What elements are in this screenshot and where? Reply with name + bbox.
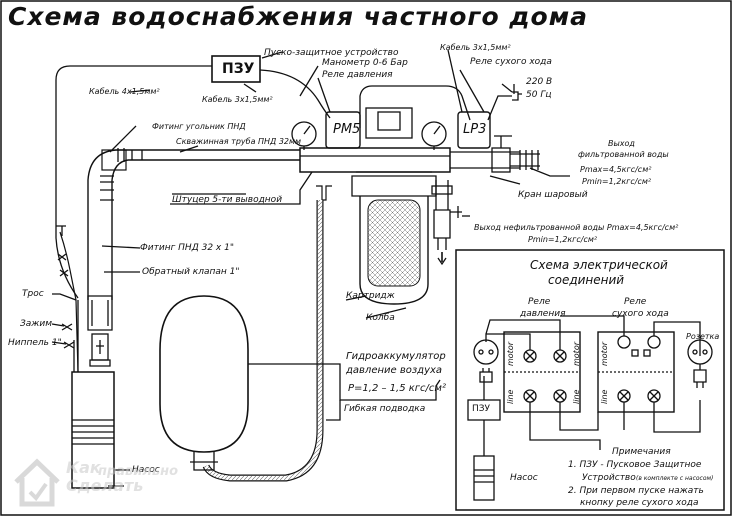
vyhod-nefiltr-label: Выход нефильтрованной воды Pmax=4,5кгс/с… <box>474 223 679 232</box>
fiting-pnd-label: Фитинг ПНД 32 х 1" <box>140 243 234 253</box>
frequency-label: 50 Гц <box>526 90 552 100</box>
gibkaya-label: Гибкая подводка <box>344 404 426 414</box>
watermark-line1: Как <box>66 458 101 477</box>
filter-flask <box>359 196 429 305</box>
elec-socket-left <box>473 339 499 365</box>
dry-run-relay <box>457 111 491 149</box>
flexible-hose <box>316 185 332 201</box>
rele-davl-label: Реле давления <box>322 70 393 80</box>
elec-rozetka: Розетка <box>686 332 720 341</box>
cable-3x15-top-label: Кабель 3х1,5мм² <box>440 43 511 52</box>
house-logo-icon <box>14 458 60 507</box>
elec-title-1: Схема электрической <box>530 258 668 272</box>
fiting-ugol-label: Фитинг угольник ПНД <box>152 122 246 131</box>
hydro-accumulator <box>159 295 249 453</box>
nasos-label: Насос <box>132 465 160 475</box>
nippel-label: Ниппель 1" <box>8 338 62 348</box>
elec-line-3: line <box>600 389 609 404</box>
kran-label: Кран шаровый <box>518 190 588 200</box>
zazhim-label: Зажим <box>20 319 53 329</box>
elec-pump <box>473 455 495 501</box>
kartridzh-label: Картридж <box>346 291 395 301</box>
pump <box>71 371 115 489</box>
elec-line-1: line <box>506 389 515 404</box>
obratny-label: Обратный клапан 1" <box>142 267 240 277</box>
cable-4x15 <box>55 65 212 299</box>
elec-motor-2: motor <box>572 341 581 366</box>
electric-schematic-frame <box>455 249 725 511</box>
pzu-box-label: ПЗУ <box>222 61 255 77</box>
lp3-label: LP3 <box>463 122 487 137</box>
elec-rele-davl-1: Реле <box>528 297 551 307</box>
pressure-relay <box>325 111 361 149</box>
elec-rele-sukh-2: сухого хода <box>612 309 669 319</box>
five-way-fitting <box>299 147 451 173</box>
skvazh-truba-label: Скважинная труба ПНД 32мм <box>176 137 302 146</box>
elec-pzu <box>467 399 501 421</box>
elec-note1-c: (в комплекте с насосом) <box>636 475 714 482</box>
elec-note1-a: 1. ПЗУ - Пусковое Защитное <box>568 460 702 470</box>
tros-label: Трос <box>22 289 44 299</box>
p-range-label: P=1,2 – 1,5 кгс/см² <box>348 383 446 394</box>
elec-line-2: line <box>572 389 581 404</box>
manometer-label: Манометр 0-6 Бар <box>322 58 408 68</box>
pmin-bottom-label: Pmin=1,2кгс/см² <box>528 235 598 244</box>
elec-note2-a: 2. При первом пуске нажать <box>568 486 704 496</box>
elec-pzu-label: ПЗУ <box>472 404 491 414</box>
voltage-label: 220 В <box>526 77 553 87</box>
elec-rele-davl-2: давления <box>520 309 566 319</box>
davlenie-vozd-label: давление воздуха <box>346 365 443 376</box>
kolba-label: Колба <box>366 313 395 323</box>
cable-4x15-label: Кабель 4х1,5мм² <box>89 87 160 96</box>
elec-note2-b: кнопку реле сухого хода <box>580 498 699 508</box>
elec-nasos-label: Насос <box>510 473 538 483</box>
cable-3x15-bottom <box>259 69 331 119</box>
elec-motor-3: motor <box>600 341 609 366</box>
elec-rele-sukh-1: Реле <box>624 297 647 307</box>
pusko-label: Пуско-защитное устройство <box>264 48 399 58</box>
rm5-label: PM5 <box>333 122 361 137</box>
watermark-line2: правильно <box>98 464 179 479</box>
pzu-box <box>211 55 261 83</box>
pmax-top-label: Pmax=4,5кгс/см² <box>580 165 652 174</box>
cable-3x15-bottom-label: Кабель 3х1,5мм² <box>202 95 273 104</box>
cable-3x15-top <box>359 85 471 128</box>
rele-sukh-label: Реле сухого хода <box>470 57 552 67</box>
gidroakk-label: Гидроаккумулятор <box>346 351 446 362</box>
vyhod-filtr-label-1: Выход <box>608 139 635 148</box>
vyhod-filtr-label-2: фильтрованной воды <box>578 150 669 159</box>
watermark-line3: Сделать <box>66 476 144 495</box>
elec-title-2: соединений <box>548 273 625 287</box>
elec-note1-b: Устройство <box>582 473 636 483</box>
pmin-top-label: Pmin=1,2кгс/см² <box>582 177 652 186</box>
shtucer-label: Штуцер 5-ти выводной <box>172 195 283 205</box>
watermark: Как правильно Сделать <box>12 456 178 510</box>
elec-note-title: Примечания <box>612 447 671 457</box>
elec-motor-1: motor <box>506 341 515 366</box>
filter-cartridge <box>367 199 421 287</box>
page-title: Схема водоснабжения частного дома <box>8 2 588 31</box>
